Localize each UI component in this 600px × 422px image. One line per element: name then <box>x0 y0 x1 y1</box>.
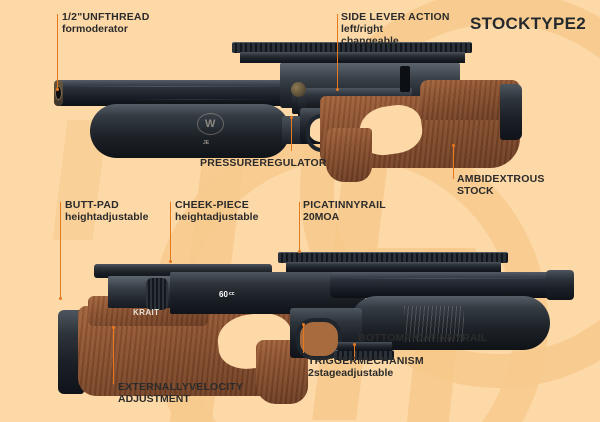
air-rifle-bottom-view: KRAIT 60 cc <box>0 210 600 422</box>
callout-velocity-adjustment-line1: EXTERNALLYVELOCITY <box>118 381 244 393</box>
leader-dot-bottom-picatinny-rail <box>353 343 356 346</box>
callout-ambidextrous-stock-line1: AMBIDEXTROUS <box>457 173 545 185</box>
callout-side-lever-line3: changeable <box>341 34 399 47</box>
callout-velocity-adjustment: EXTERNALLYVELOCITY ADJUSTMENT <box>118 381 244 406</box>
callout-picatinny-rail-line1: PICATINNYRAIL <box>303 199 386 211</box>
callout-thread: 1/2"UNFTHREAD formoderator <box>62 11 150 36</box>
leader-cheek-piece <box>170 202 171 262</box>
callout-butt-pad-line2: heightadjustable <box>65 210 149 223</box>
callout-pressure-regulator: PRESSUREREGULATOR <box>200 157 327 170</box>
callout-butt-pad: BUTT-PAD heightadjustable <box>65 199 149 224</box>
picatinny-rail-bottom <box>278 252 508 263</box>
leader-pressure-regulator <box>291 118 292 151</box>
leader-velocity-adjustment <box>113 328 114 384</box>
callout-butt-pad-line1: BUTT-PAD <box>65 199 119 211</box>
callout-velocity-adjustment-line2: ADJUSTMENT <box>118 392 190 405</box>
caliber-unit-bottom: cc <box>229 291 235 297</box>
leader-dot-butt-pad <box>59 297 62 300</box>
callout-side-lever-action: SIDE LEVER ACTION left/right changeable <box>341 11 450 47</box>
callout-picatinny-rail-line2: 20MOA <box>303 210 340 223</box>
cylinder-brand-ring-top <box>197 113 224 135</box>
callout-side-lever-line1: SIDE LEVER ACTION <box>341 11 450 23</box>
leader-dot-picatinny-rail <box>298 250 301 253</box>
callout-thread-line1: 1/2"UNFTHREAD <box>62 11 150 23</box>
rail-base-bottom <box>286 262 501 272</box>
leader-picatinny-rail <box>299 202 300 252</box>
callout-trigger-mechanism-line2: 2stageadjustable <box>308 366 394 379</box>
grip-top <box>326 128 372 182</box>
leader-side-lever <box>337 14 338 90</box>
barrel-shroud-bottom <box>330 272 570 298</box>
rail-base-top <box>240 52 465 63</box>
leader-dot-side-lever <box>336 88 339 91</box>
air-cylinder-bottom <box>350 296 550 350</box>
callout-trigger-mechanism-line1: TRIGGERMECHANISM <box>308 355 424 367</box>
leader-dot-thread <box>56 88 59 91</box>
picatinny-rail-top <box>232 42 472 53</box>
muzzle-end-bottom <box>546 270 574 300</box>
callout-bottom-picatinny-rail-line1: BOTTOMPICATINNYRAIL <box>358 332 488 344</box>
callout-ambidextrous-stock-line2: STOCK <box>457 184 494 197</box>
barrel-highlight-bottom <box>345 278 560 279</box>
leader-ambidextrous-stock <box>453 146 454 179</box>
barrel-highlight-top-2 <box>130 99 280 100</box>
leader-dot-cheek-piece <box>169 260 172 263</box>
air-cylinder-top <box>90 104 290 158</box>
bolt-knob-top <box>291 82 306 97</box>
callout-trigger-mechanism: TRIGGERMECHANISM 2stageadjustable <box>308 355 424 380</box>
leader-dot-pressure-regulator <box>290 116 293 119</box>
barrel-highlight-top <box>70 86 295 87</box>
callout-ambidextrous-stock: AMBIDEXTROUS STOCK <box>457 173 545 198</box>
callout-cheek-piece-line1: CHEEK-PIECE <box>175 199 249 211</box>
callout-picatinny-rail: PICATINNYRAIL 20MOA <box>303 199 386 224</box>
leader-dot-ambidextrous-stock <box>452 144 455 147</box>
magazine-port-top <box>400 66 410 92</box>
callout-cheek-piece-line2: heightadjustable <box>175 210 259 223</box>
muzzle-bore-top <box>56 87 61 99</box>
butt-pad-top <box>500 84 522 140</box>
leader-dot-trigger-mechanism <box>302 323 305 326</box>
air-rifle-top-view: W JE <box>0 0 600 190</box>
bottom-rail-base <box>338 342 392 351</box>
leader-trigger-mechanism <box>303 325 304 353</box>
callout-bottom-picatinny-rail: BOTTOMPICATINNYRAIL <box>358 332 488 345</box>
callout-side-lever-line2: left/right <box>341 22 383 35</box>
page-title: STOCKTYPE2 <box>470 14 587 33</box>
callout-pressure-regulator-line1: PRESSUREREGULATOR <box>200 157 327 169</box>
leader-thread <box>57 14 58 90</box>
leader-bottom-picatinny-rail <box>354 345 355 363</box>
side-lever-top <box>298 86 306 120</box>
barrel-shroud-top <box>55 80 305 106</box>
leader-dot-velocity-adjustment <box>112 326 115 329</box>
callout-thread-line2: formoderator <box>62 22 128 35</box>
cylinder-etching-bottom <box>404 306 464 342</box>
callout-cheek-piece: CHEEK-PIECE heightadjustable <box>175 199 259 224</box>
caliber-stamp-bottom: 60 <box>219 290 228 299</box>
velocity-adjust-wheel <box>146 278 168 310</box>
cylinder-stamp-top: JE <box>203 140 210 146</box>
action-brand-bottom: KRAIT <box>133 308 160 317</box>
leader-butt-pad <box>60 202 61 299</box>
